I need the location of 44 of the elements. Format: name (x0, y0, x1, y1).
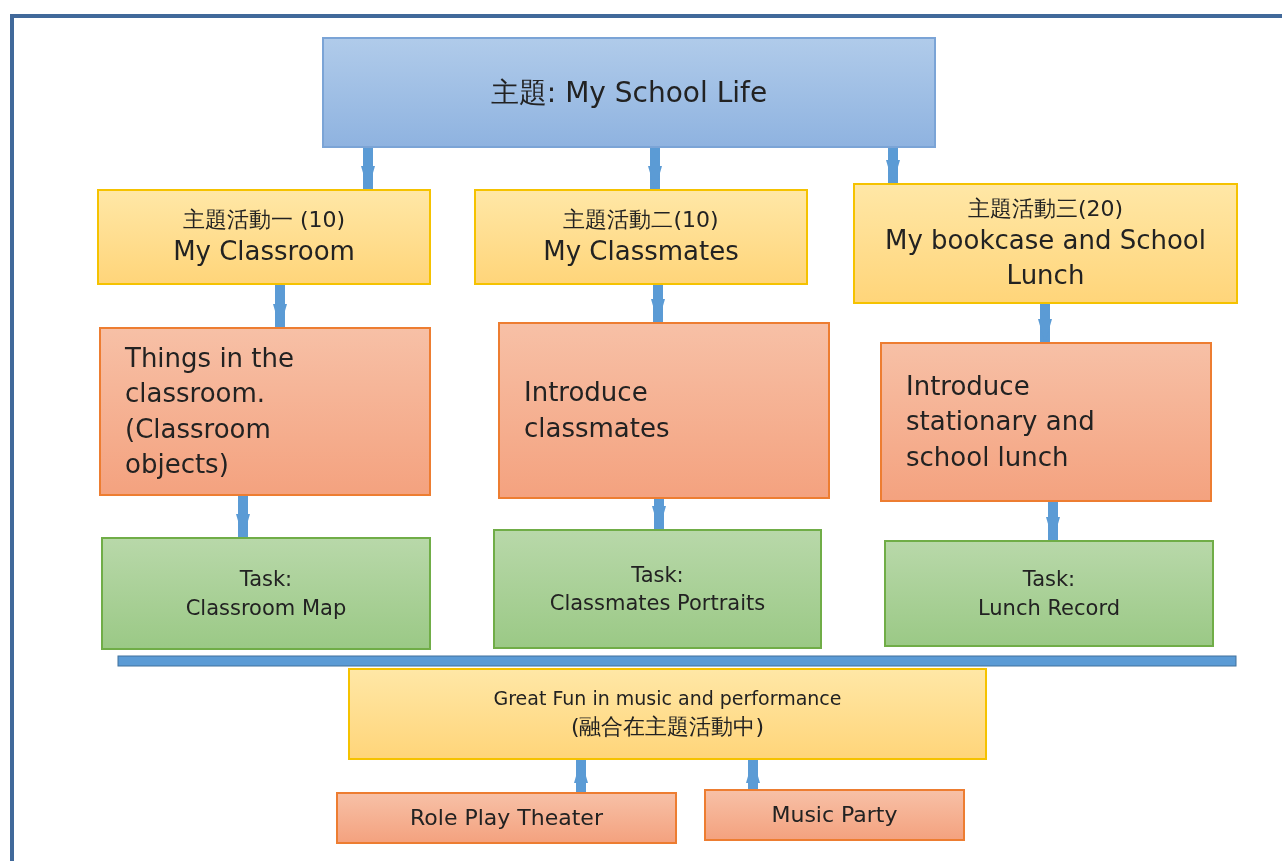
event-box (704, 789, 965, 841)
box-text: 主題: My School Life (489, 74, 769, 111)
box-heading: Task: (1021, 566, 1077, 594)
box-heading: 主題活動二(10) (562, 205, 720, 234)
summary-box (348, 668, 987, 760)
arrow (652, 499, 666, 530)
arrow (886, 148, 900, 184)
arrow (651, 285, 665, 323)
arrow (236, 496, 250, 538)
box-text: My Classroom (172, 235, 356, 269)
box-text: Classmates Portraits (548, 590, 767, 617)
box-text: My bookcase and School Lunch (884, 224, 1207, 293)
task-box (884, 540, 1214, 647)
task-box (493, 529, 822, 649)
event-box (336, 792, 677, 844)
box-heading: Great Fun in music and performance (492, 686, 843, 712)
box-text: Introduce stationary and school lunch (906, 370, 1096, 474)
box-heading: Task: (630, 561, 685, 589)
box-text: Role Play Theater (409, 804, 604, 833)
box-text: Music Party (770, 801, 899, 830)
arrow (648, 148, 662, 190)
box-text: Classroom Map (184, 594, 348, 622)
task-box (101, 537, 431, 650)
box-text: Introduce classmates (524, 376, 671, 445)
arrow (1046, 502, 1060, 541)
box-text: (融合在主題活動中) (569, 712, 766, 741)
activity-box (97, 189, 431, 285)
box-text: My Classmates (542, 235, 740, 269)
box-heading: Task: (238, 566, 294, 594)
box-heading: 主題活動三(20) (966, 194, 1125, 223)
topic-box (880, 342, 1212, 502)
box-text: Lunch Record (976, 594, 1121, 622)
arrow (361, 148, 375, 190)
box-heading: 主題活動一 (10) (181, 205, 347, 234)
arrow (746, 759, 760, 789)
arrow (1038, 304, 1052, 343)
topic-box (498, 322, 830, 499)
topic-box (99, 327, 431, 496)
box-text: Things in the classroom. (Classroom objects) (125, 342, 295, 481)
arrow (273, 285, 287, 328)
activity-box (853, 183, 1238, 304)
theme-title-box (322, 37, 936, 148)
activity-box (474, 189, 808, 285)
arrow (574, 759, 588, 792)
